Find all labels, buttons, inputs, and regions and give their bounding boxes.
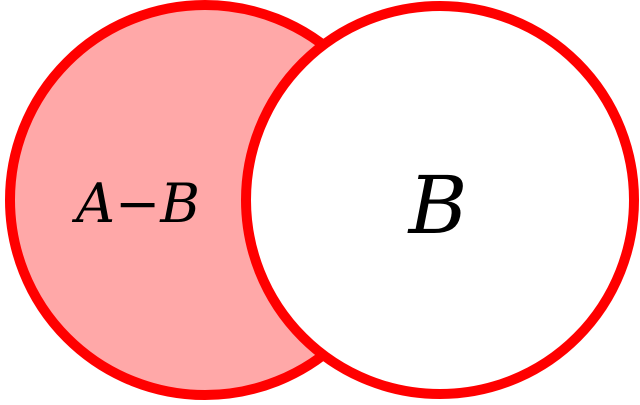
set-b-circle	[241, 1, 639, 399]
difference-label: A−B	[71, 172, 200, 235]
set-b-label: B	[407, 159, 468, 252]
